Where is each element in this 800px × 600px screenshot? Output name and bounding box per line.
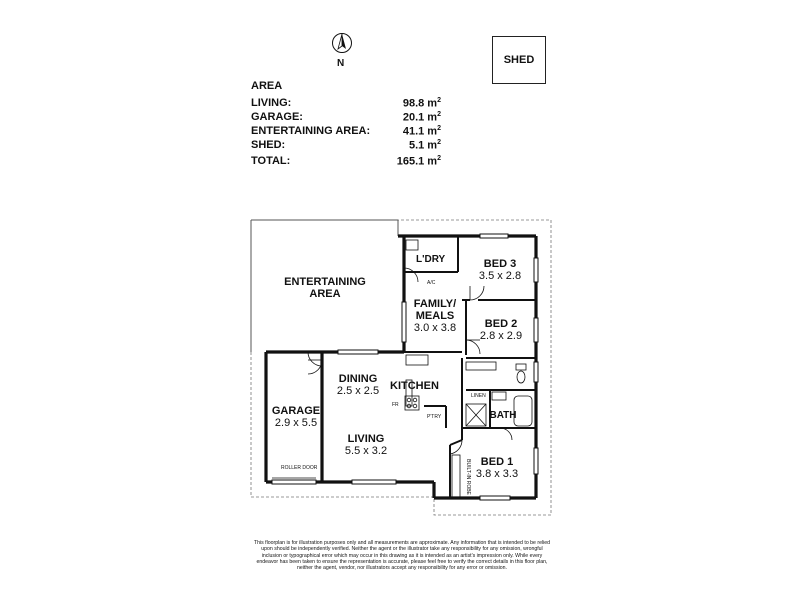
room-label-bed3: BED 3 xyxy=(483,258,517,270)
area-row-label: GARAGE: xyxy=(251,111,303,123)
area-row-value: 20.1 m2 xyxy=(402,111,441,124)
area-row-label: ENTERTAINING AREA: xyxy=(251,125,371,137)
fridge-label: FR xyxy=(392,402,399,408)
room-size-garage: 2.9 x 5.5 xyxy=(274,417,318,429)
room-size-living: 5.5 x 3.2 xyxy=(344,445,388,457)
north-arrow-icon xyxy=(331,32,353,54)
area-row-value: 41.1 m2 xyxy=(402,125,441,138)
area-row-living: LIVING: 98.8 m2 xyxy=(251,97,441,111)
robe-label: BUILT-IN ROBE xyxy=(464,459,471,495)
room-size-family: 3.0 x 3.8 xyxy=(413,322,457,334)
room-label-dining: DINING xyxy=(338,373,378,385)
area-row-label: LIVING: xyxy=(251,97,292,109)
area-heading: AREA xyxy=(251,80,283,92)
boundary-outline xyxy=(250,219,552,516)
area-row-value: 98.8 m2 xyxy=(402,97,441,110)
fixtures xyxy=(272,239,533,498)
entertaining-area-outline xyxy=(250,219,399,352)
interior-walls xyxy=(404,236,536,498)
area-row-label: TOTAL: xyxy=(251,155,291,167)
room-label-garage: GARAGE xyxy=(271,405,321,417)
door-swings xyxy=(307,267,513,455)
area-row-garage: GARAGE: 20.1 m2 xyxy=(251,111,441,125)
room-label-family: FAMILY/ MEALS xyxy=(413,298,457,322)
room-label-living: LIVING xyxy=(347,433,385,445)
linen-label: LINEN xyxy=(471,393,486,399)
disclaimer-text: This floorplan is for illustration purpo… xyxy=(253,540,551,572)
area-row-value: 5.1 m2 xyxy=(408,139,441,152)
roller-door-label: ROLLER DOOR xyxy=(281,465,318,471)
pantry-label: P'TRY xyxy=(427,414,442,420)
room-label-laundry: L'DRY xyxy=(416,254,446,265)
compass-label: N xyxy=(337,58,345,69)
room-label-kitchen: KITCHEN xyxy=(390,380,439,392)
area-row-total: TOTAL: 165.1 m2 xyxy=(251,155,441,169)
area-row-entertaining: ENTERTAINING AREA: 41.1 m2 xyxy=(251,125,441,139)
ac-label: A/C xyxy=(427,280,436,286)
room-size-bed2: 2.8 x 2.9 xyxy=(479,330,523,342)
area-row-label: SHED: xyxy=(251,139,286,151)
room-label-entertaining: ENTERTAINING AREA xyxy=(284,276,366,300)
room-size-dining: 2.5 x 2.5 xyxy=(336,385,380,397)
room-size-bed1: 3.8 x 3.3 xyxy=(475,468,519,480)
shed-label: SHED xyxy=(503,54,535,66)
shed-box: SHED xyxy=(492,36,546,84)
area-row-shed: SHED: 5.1 m2 xyxy=(251,139,441,153)
room-label-bath: BATH xyxy=(489,410,517,421)
windows xyxy=(271,233,539,501)
room-size-bed3: 3.5 x 2.8 xyxy=(478,270,522,282)
room-label-bed2: BED 2 xyxy=(484,318,518,330)
area-row-value: 165.1 m2 xyxy=(396,155,441,168)
room-label-bed1: BED 1 xyxy=(480,456,514,468)
